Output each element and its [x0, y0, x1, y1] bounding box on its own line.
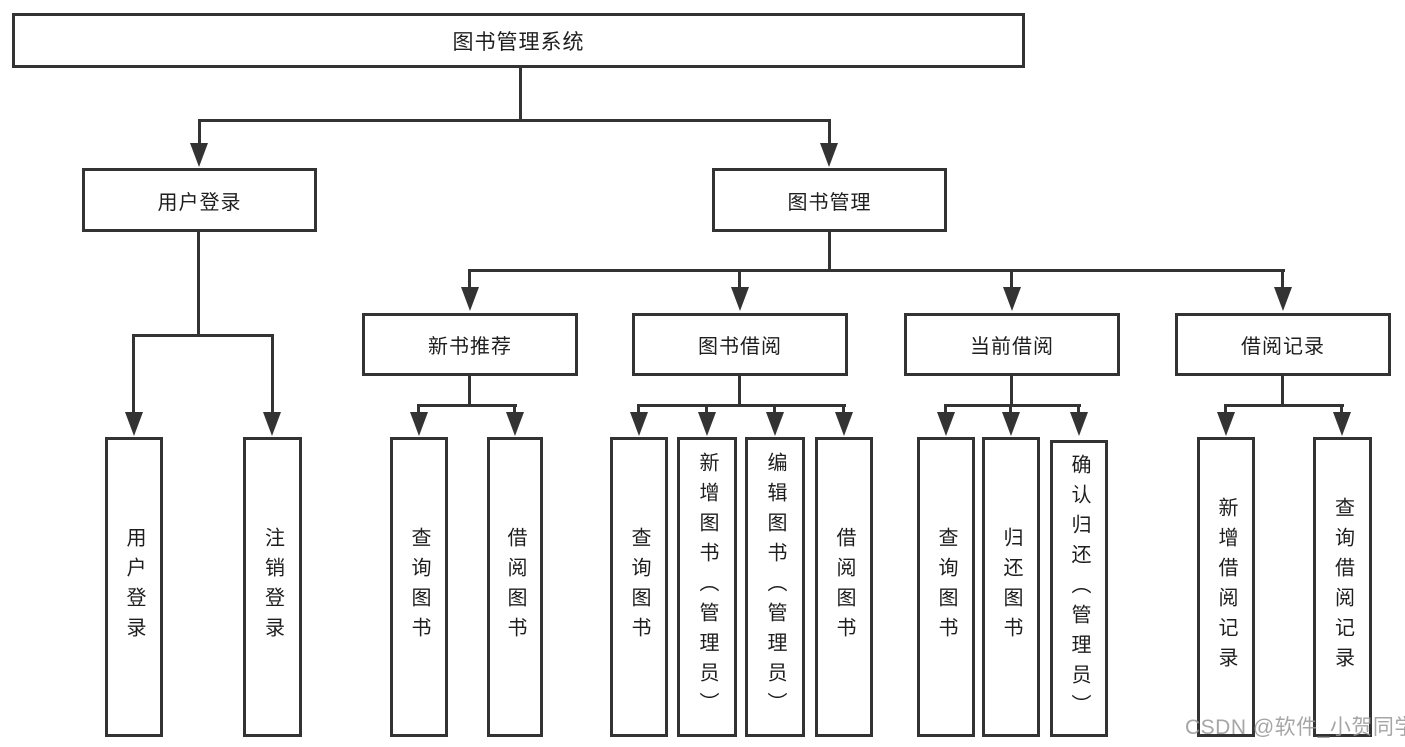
arrow-down-icon [698, 412, 716, 436]
arrow-down-icon [835, 412, 853, 436]
arrow-down-icon [263, 412, 281, 436]
connector-line [468, 269, 1285, 272]
arrow-down-icon [1274, 287, 1292, 311]
arrow-down-icon [461, 287, 479, 311]
connector-line [468, 374, 471, 407]
node-book-borrow-label: 图书借阅 [698, 336, 782, 358]
leaf-logout-label: 注销登录 [261, 527, 284, 647]
leaf-confirm-return-admin-label: 确认归还（管理员） [1068, 453, 1090, 724]
arrow-down-icon [410, 412, 428, 436]
leaf-add-books-admin-label: 新增图书（管理员） [696, 452, 718, 722]
leaf-query-borrow-record-label: 查询借阅记录 [1331, 497, 1354, 677]
connector-line [1010, 374, 1013, 407]
connector-line [637, 404, 640, 416]
arrow-down-icon [820, 143, 838, 167]
connector-line [198, 119, 201, 147]
connector-line [705, 404, 708, 416]
leaf-query-books-borrow-label: 查询图书 [628, 527, 650, 647]
arrow-down-icon [630, 412, 648, 436]
connector-line [197, 232, 200, 336]
arrow-down-icon [1070, 412, 1088, 436]
arrow-down-icon [1002, 412, 1020, 436]
leaf-add-borrow-record-label: 新增借阅记录 [1215, 497, 1237, 677]
node-current-borrow: 当前借阅 [904, 313, 1120, 376]
arrow-down-icon [125, 412, 143, 436]
connector-line [1010, 269, 1013, 291]
connector-line [417, 404, 420, 416]
connector-line [828, 119, 831, 147]
leaf-logout: 注销登录 [243, 437, 302, 737]
node-borrow-records-label: 借阅记录 [1241, 336, 1325, 358]
connector-line [1281, 374, 1284, 407]
leaf-borrow-books-recommend-label: 借阅图书 [504, 527, 526, 647]
connector-line [132, 334, 135, 416]
connector-line [1077, 404, 1080, 416]
leaf-confirm-return-admin: 确认归还（管理员） [1050, 440, 1108, 737]
root-node-label: 图书管理系统 [452, 30, 585, 54]
leaf-borrow-books: 借阅图书 [815, 437, 873, 737]
leaf-return-books-label: 归还图书 [1000, 527, 1022, 647]
connector-line [519, 68, 522, 122]
leaf-add-borrow-record: 新增借阅记录 [1197, 437, 1255, 737]
leaf-borrow-books-recommend: 借阅图书 [487, 437, 543, 737]
connector-line [418, 404, 517, 407]
arrow-down-icon [1003, 287, 1021, 311]
connector-line [738, 374, 741, 407]
connector-line [842, 404, 845, 416]
connector-line [468, 269, 471, 291]
connector-line [773, 404, 776, 416]
arrow-down-icon [190, 143, 208, 167]
root-node: 图书管理系统 [12, 13, 1025, 68]
connector-line [1281, 269, 1284, 291]
leaf-query-books-recommend-label: 查询图书 [408, 527, 430, 647]
connector-line [271, 334, 274, 416]
leaf-query-books-borrow: 查询图书 [610, 437, 668, 737]
leaf-edit-books-admin: 编辑图书（管理员） [745, 437, 805, 737]
node-new-book-recommend: 新书推荐 [362, 313, 578, 376]
node-borrow-records: 借阅记录 [1175, 313, 1391, 376]
node-new-book-recommend-label: 新书推荐 [428, 336, 512, 358]
arrow-down-icon [731, 287, 749, 311]
leaf-query-books-current: 查询图书 [917, 437, 975, 737]
arrow-down-icon [1333, 412, 1351, 436]
arrow-down-icon [506, 412, 524, 436]
csdn-watermark: CSDN @软件_小贺同学 [1185, 716, 1405, 739]
node-user-login: 用户登录 [82, 168, 317, 232]
node-book-borrow: 图书借阅 [632, 313, 848, 376]
node-current-borrow-label: 当前借阅 [970, 336, 1054, 358]
connector-line [944, 404, 1081, 407]
leaf-edit-books-admin-label: 编辑图书（管理员） [764, 452, 786, 722]
leaf-borrow-books-label: 借阅图书 [833, 527, 855, 647]
leaf-user-login: 用户登录 [105, 437, 163, 737]
connector-line [513, 404, 516, 416]
connector-line [637, 404, 846, 407]
leaf-query-books-current-label: 查询图书 [935, 527, 957, 647]
connector-line [133, 334, 274, 337]
arrow-down-icon [766, 412, 784, 436]
leaf-return-books: 归还图书 [982, 437, 1040, 737]
arrow-down-icon [937, 412, 955, 436]
connector-line [1224, 404, 1344, 407]
arrow-down-icon [1217, 412, 1235, 436]
connector-line [1009, 404, 1012, 416]
connector-line [738, 269, 741, 291]
leaf-query-borrow-record: 查询借阅记录 [1313, 437, 1372, 737]
connector-line [1340, 404, 1343, 416]
node-user-login-label: 用户登录 [157, 191, 242, 214]
connector-line [1224, 404, 1227, 416]
connector-line [828, 232, 831, 272]
leaf-query-books-recommend: 查询图书 [390, 437, 448, 737]
leaf-add-books-admin: 新增图书（管理员） [677, 437, 737, 737]
leaf-user-login-label: 用户登录 [123, 527, 145, 647]
node-book-management: 图书管理 [712, 168, 947, 232]
node-book-management-label: 图书管理 [787, 191, 872, 214]
connector-line [198, 119, 831, 122]
connector-line [944, 404, 947, 416]
